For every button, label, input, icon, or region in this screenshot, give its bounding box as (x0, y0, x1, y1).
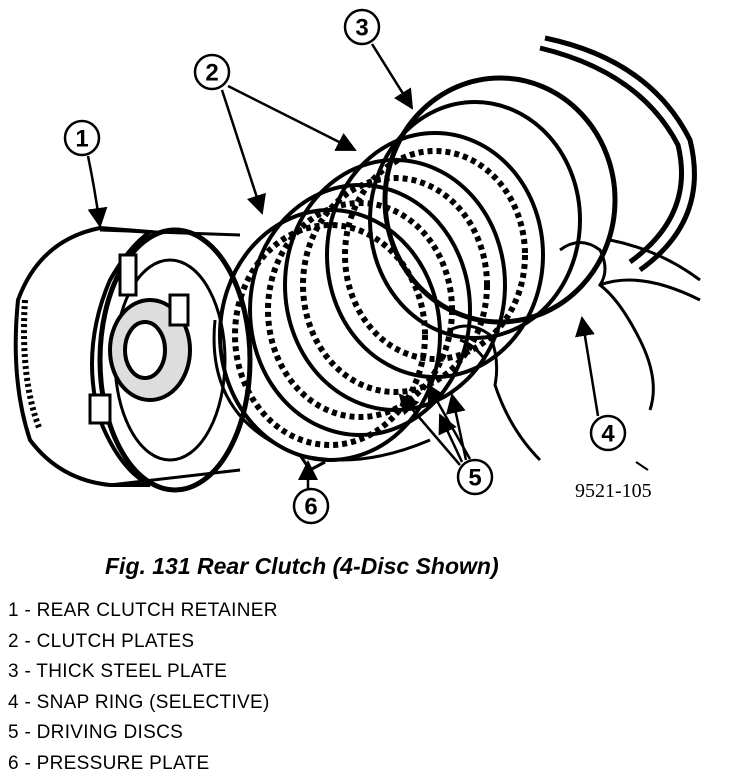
legend-list: 1 - REAR CLUTCH RETAINER 2 - CLUTCH PLAT… (8, 596, 278, 779)
figure-code: 9521-105 (575, 480, 652, 502)
figure-caption: Fig. 131 Rear Clutch (4-Disc Shown) (105, 553, 625, 580)
callout-6: 6 (304, 494, 317, 521)
legend-item: 2 - CLUTCH PLATES (8, 627, 278, 658)
legend-item: 5 - DRIVING DISCS (8, 718, 278, 749)
rear-clutch-illustration: 1 2 3 4 5 6 9521-105 (0, 0, 736, 545)
callout-2: 2 (205, 60, 218, 87)
callout-1: 1 (75, 126, 88, 153)
callout-3: 3 (355, 15, 368, 42)
legend-item: 4 - SNAP RING (SELECTIVE) (8, 688, 278, 719)
legend-item: 3 - THICK STEEL PLATE (8, 657, 278, 688)
callout-4: 4 (601, 421, 615, 448)
clutch-disc-stack (220, 78, 615, 460)
legend-item: 6 - PRESSURE PLATE (8, 749, 278, 779)
legend-item: 1 - REAR CLUTCH RETAINER (8, 596, 278, 627)
callout-5: 5 (468, 465, 481, 492)
